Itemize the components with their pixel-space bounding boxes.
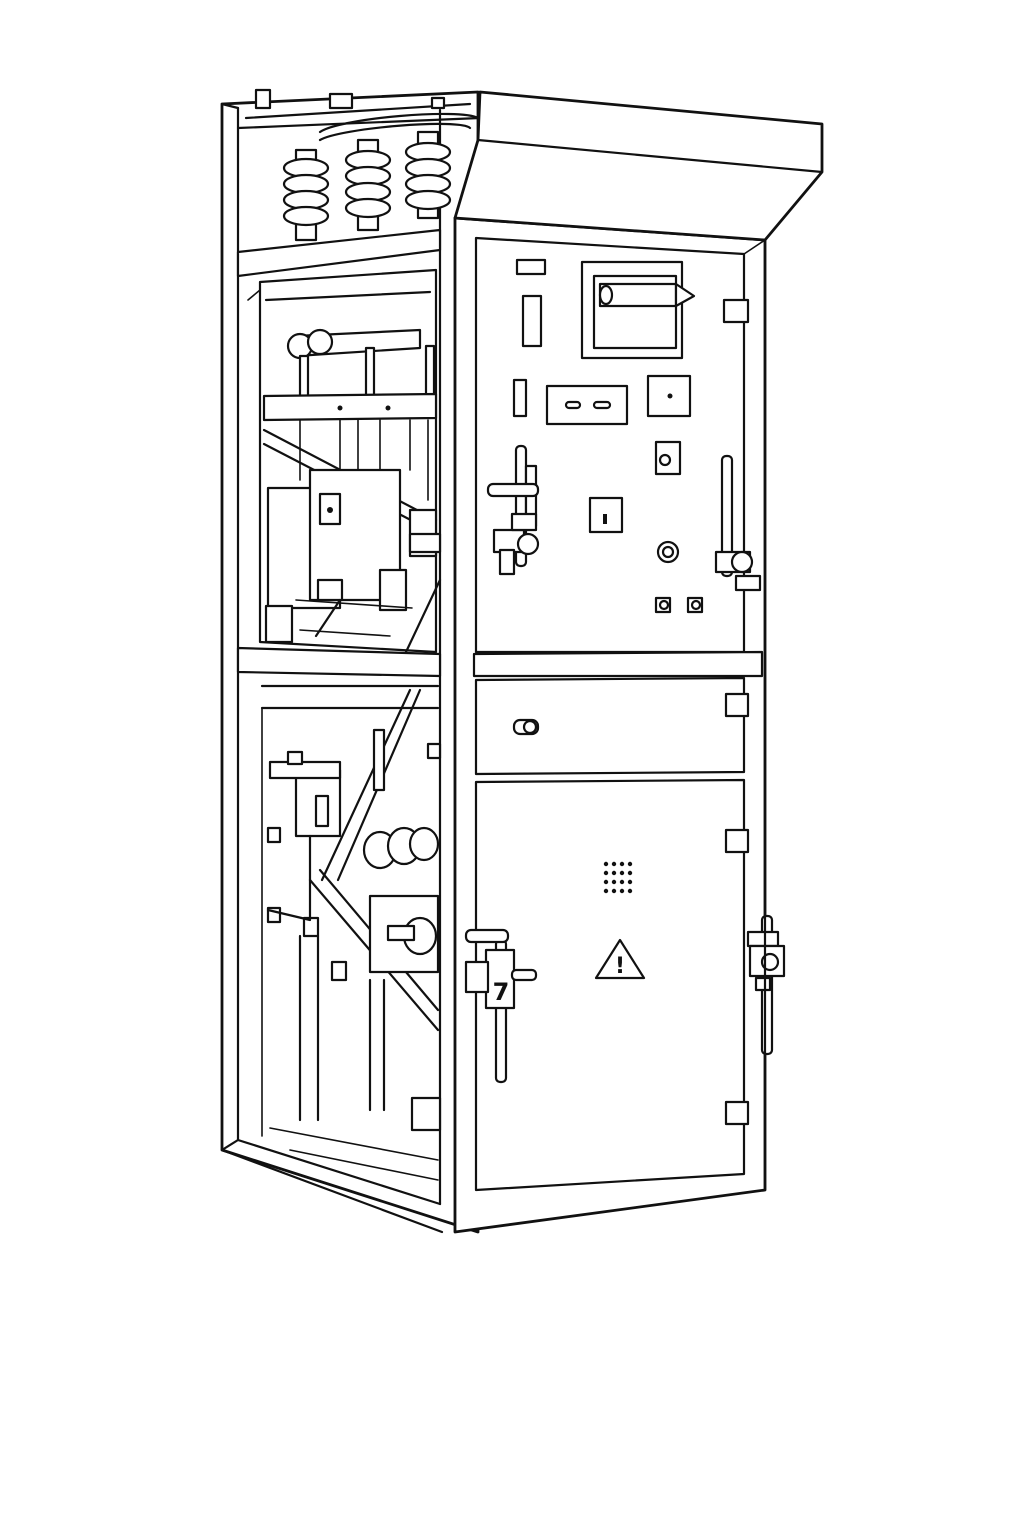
lock-box[interactable]	[588, 496, 624, 534]
key-switch[interactable]	[654, 440, 682, 476]
insulator-3	[404, 130, 452, 220]
hinge-lower-2	[724, 1100, 750, 1126]
lower-door[interactable]: ! 7	[464, 778, 786, 1192]
control-panel-door[interactable]	[472, 236, 764, 678]
insulator-2	[344, 138, 392, 232]
operating-handle[interactable]	[486, 444, 540, 576]
insulator-1	[282, 148, 330, 242]
push-button-box[interactable]	[646, 374, 692, 418]
middle-drawer[interactable]	[474, 676, 750, 776]
meter-display	[580, 260, 696, 360]
selector-switch-panel[interactable]	[545, 384, 629, 426]
hinge-upper	[722, 298, 750, 324]
breaker-compartment	[247, 268, 442, 654]
door-latch-right[interactable]	[714, 454, 762, 592]
handle-mark: 7	[493, 978, 510, 1006]
indicator-lamp	[515, 258, 547, 276]
lower-operating-handle[interactable]: 7	[464, 928, 538, 1084]
side-frame	[220, 88, 482, 1234]
vent-grille	[603, 861, 633, 894]
top-insulators	[282, 112, 480, 242]
cable-compartment	[260, 684, 442, 1181]
indicator-buttons[interactable]	[654, 596, 704, 614]
drawer-knob[interactable]	[512, 718, 540, 736]
counter-window	[521, 294, 543, 348]
hinge-middle	[724, 692, 750, 718]
slot-indicator	[512, 378, 528, 418]
right-side-edge	[743, 238, 767, 1192]
warning-symbol: !	[615, 954, 625, 979]
warning-icon: !	[594, 938, 646, 980]
hinge-lower-1	[724, 828, 750, 854]
rotary-knob[interactable]	[656, 540, 680, 564]
